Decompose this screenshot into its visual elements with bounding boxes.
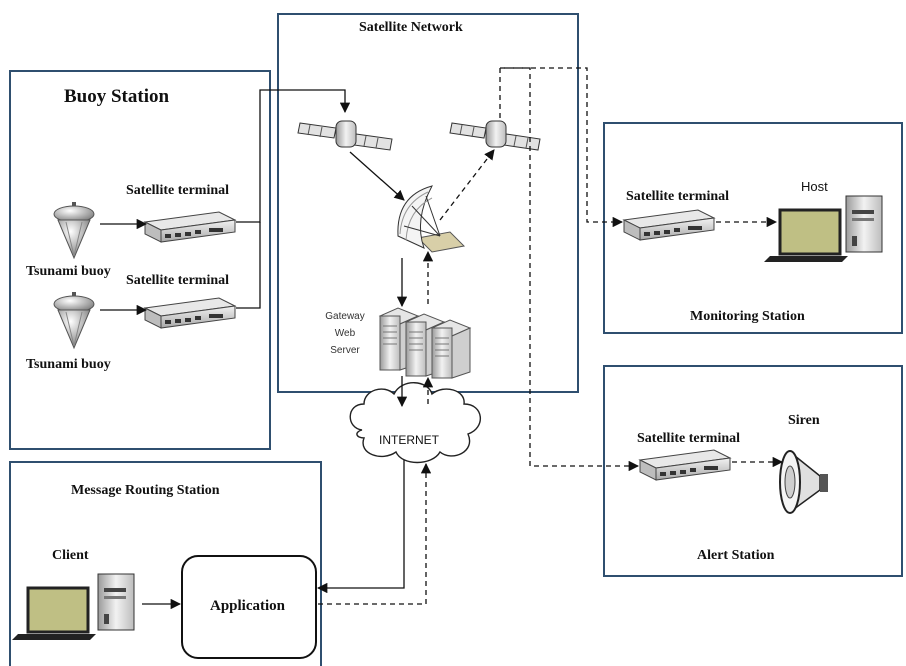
monitoring-terminal-label: Satellite terminal bbox=[626, 189, 730, 204]
dashed-connector-lines bbox=[318, 67, 784, 605]
application-box bbox=[181, 555, 317, 659]
satellite-right-icon bbox=[449, 120, 541, 151]
tsunami-buoy-2-icon bbox=[53, 292, 95, 350]
alert-station-box bbox=[603, 365, 903, 577]
gateway-servers-icon bbox=[378, 307, 472, 379]
internet-cloud-icon bbox=[349, 382, 481, 464]
gateway-label: Gateway Web Server bbox=[322, 308, 368, 359]
alert-terminal-label: Satellite terminal bbox=[637, 431, 741, 446]
alert-station-title: Alert Station bbox=[697, 548, 775, 563]
tsunami-buoy-2-label: Tsunami buoy bbox=[26, 357, 111, 372]
client-label: Client bbox=[52, 548, 89, 563]
client-computer-icon bbox=[12, 573, 135, 640]
connector-lines bbox=[100, 89, 408, 610]
buoy-terminal-2-label: Satellite terminal bbox=[126, 273, 230, 288]
monitoring-terminal-icon bbox=[622, 209, 716, 241]
monitoring-station-box bbox=[603, 122, 903, 334]
internet-label: INTERNET bbox=[379, 433, 439, 447]
satellite-left-icon bbox=[297, 120, 393, 151]
satellite-network-title: Satellite Network bbox=[359, 20, 463, 35]
message-routing-station-box bbox=[9, 461, 322, 666]
message-routing-station-title: Message Routing Station bbox=[71, 483, 220, 498]
buoy-terminal-2-icon bbox=[143, 297, 237, 329]
gateway-label-line-1: Gateway bbox=[325, 311, 365, 322]
buoy-station-box bbox=[9, 70, 271, 450]
buoy-terminal-1-label: Satellite terminal bbox=[126, 183, 230, 198]
host-computer-icon bbox=[764, 195, 883, 262]
tsunami-buoy-1-label: Tsunami buoy bbox=[26, 264, 111, 279]
satellite-dish-icon bbox=[397, 185, 466, 253]
gateway-label-line-3: Server bbox=[330, 345, 360, 356]
siren-label: Siren bbox=[788, 413, 820, 428]
buoy-terminal-1-icon bbox=[143, 211, 237, 243]
application-label: Application bbox=[210, 598, 286, 614]
monitoring-station-title: Monitoring Station bbox=[690, 309, 805, 324]
buoy-station-title: Buoy Station bbox=[64, 86, 170, 107]
gateway-label-line-2: Web bbox=[334, 328, 356, 339]
tsunami-buoy-1-icon bbox=[53, 202, 95, 260]
host-label: Host bbox=[801, 179, 828, 194]
alert-terminal-icon bbox=[638, 449, 732, 481]
siren-icon bbox=[779, 450, 828, 514]
